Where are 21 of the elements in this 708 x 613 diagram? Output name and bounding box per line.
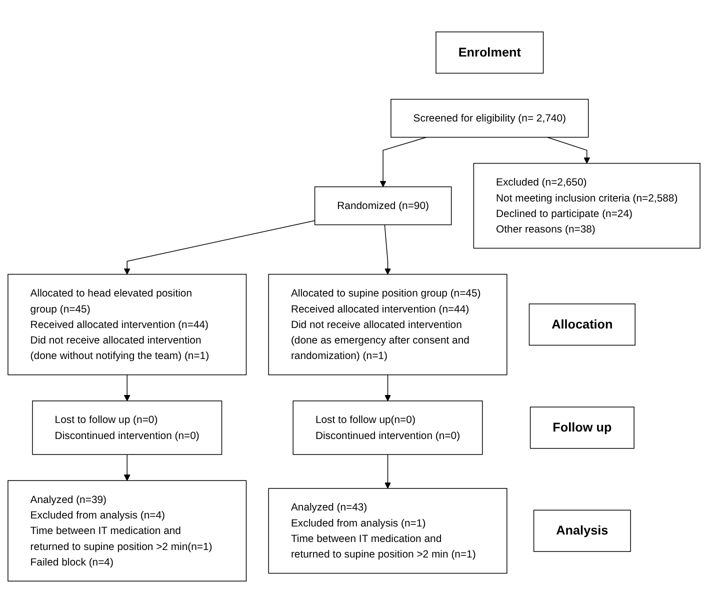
arrow — [124, 454, 130, 481]
node-box: Randomized (n=90) — [314, 186, 452, 226]
arrow — [384, 454, 392, 489]
arrow — [124, 220, 316, 275]
node-box: Allocation — [528, 304, 636, 346]
node-box: Lost to follow up (n=0) Discontinued intervention (n=0) — [32, 400, 222, 455]
node-box: Follow up — [530, 406, 634, 449]
node-box: Allocated to supine position group (n=45) Received allocated intervention (n=44) Did not receive allocated intervention (done as emergency after consent and randomization) (n=1) — [268, 274, 508, 376]
arrow — [546, 136, 590, 164]
node-box: Analysis — [533, 510, 631, 552]
node-box: Analyzed (n=39) Excluded from analysis (n=4) Time between IT medication and returned to supine position >2 min(n=1) Failed block (n=4) — [8, 480, 247, 582]
arrow — [384, 374, 392, 402]
node-box: Analyzed (n=43) Excluded from analysis (n=1) Time between IT medication and returned to supine position >2 min (n=1) — [268, 488, 508, 574]
node-box: Screened for eligibility (n= 2,740) — [390, 98, 589, 138]
node-box: Excluded (n=2,650) Not meeting inclusion criteria (n=2,588) Declined to participate (n=24) Other reasons (n=38) — [473, 162, 700, 249]
arrow — [384, 224, 392, 275]
node-box: Lost to follow up(n=0) Discontinued intervention (n=0) — [292, 400, 483, 455]
node-box: Allocated to head elevated position group (n=45) Received allocated intervention (n=44) Did not receive allocated intervention (done without notifying the team) (n=1) — [8, 274, 247, 376]
arrow — [124, 374, 130, 402]
arrow — [380, 136, 427, 188]
node-box: Enrolment — [436, 32, 544, 74]
